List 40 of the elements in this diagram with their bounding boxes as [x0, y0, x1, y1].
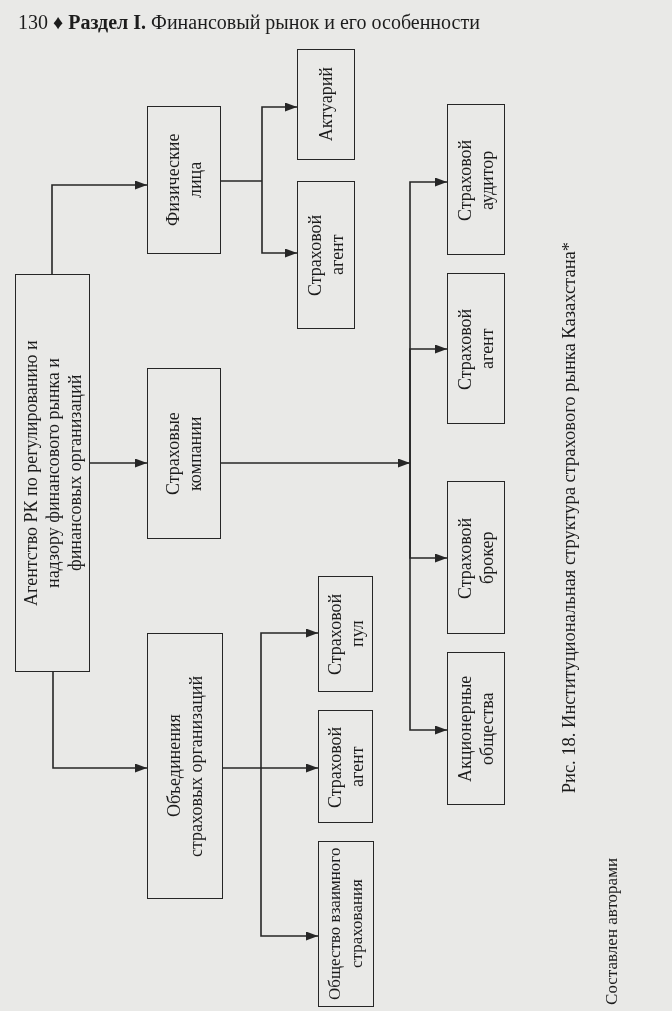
arrow	[260, 628, 319, 769]
note-text: Составлен авторами	[601, 858, 622, 1005]
org-box	[15, 274, 90, 672]
arrow	[89, 458, 148, 468]
node-label: Объединения страховых организаций	[163, 675, 207, 857]
arrow	[409, 462, 448, 735]
arrow	[409, 344, 448, 464]
node-label: Страховой агент	[304, 213, 348, 298]
page-header: 130 ♦ Раздел I. Финансовый рынок и его особенности	[18, 10, 480, 35]
org-box	[318, 710, 373, 823]
org-box	[147, 106, 221, 254]
node-label: Физические лица	[162, 132, 206, 229]
org-box	[297, 181, 355, 329]
arrow	[261, 180, 298, 258]
node-label: Акционерные общества	[454, 674, 498, 784]
org-box	[297, 49, 355, 160]
org-box	[318, 576, 373, 692]
node-label: Страховой агент	[454, 306, 498, 392]
arrow	[260, 767, 319, 941]
node-label: Страховые компании	[162, 411, 206, 497]
node-label: Актуарий	[315, 67, 337, 142]
org-box	[447, 104, 505, 255]
org-box	[147, 368, 221, 539]
node-label: Страховой брокер	[454, 515, 498, 601]
org-box	[318, 841, 374, 1007]
node-label: Общество взаимного страхования	[324, 846, 367, 1003]
org-box	[447, 481, 505, 634]
node-label: Агентство РК по регулированию и надзору финансового рынка и финансовых организаций	[19, 339, 86, 608]
arrow	[52, 671, 148, 773]
arrow	[220, 458, 411, 468]
figure-caption: Рис. 18. Институциональная структура страхового рынка Казахстана*	[558, 242, 580, 794]
node-label: Страховой аудитор	[454, 137, 498, 223]
org-box	[447, 273, 505, 424]
org-box	[147, 633, 223, 899]
node-label: Страховой пул	[323, 592, 368, 677]
arrow	[51, 180, 148, 275]
arrow	[260, 763, 319, 773]
arrow	[261, 102, 298, 182]
org-box	[447, 652, 505, 805]
node-label: Страховой агент	[323, 724, 368, 810]
